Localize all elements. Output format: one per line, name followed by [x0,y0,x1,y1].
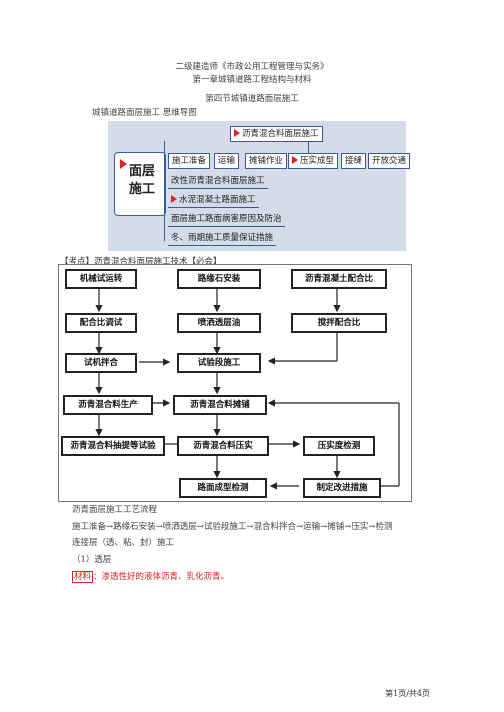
step-label: 接缝 [345,156,363,166]
box-trial-mix: 试机拌合 [65,353,137,373]
box-curb-install: 路缘石安装 [177,269,261,289]
process-flowchart: 机械试运转 路缘石安装 沥青混凝土配合比 配合比调试 喷洒透层油 搅拌配合比 试… [58,264,412,502]
material-note: 材料：渗透性好的液体沥青、乳化沥青。 [72,570,230,583]
mind-map: 面层 施工 沥青混合料面层施工 施工准备 运输 摊铺作业 压实成型 接缝 开放交… [108,121,411,251]
box-mix-ratio: 沥青混凝土配合比 [291,269,387,289]
mindmap-step-transport: 运输 [214,153,240,169]
body-paragraph: 施工准备→路缘石安装→喷洒透层→试验段施工→混合料拌合→运输→摊铺→压实→检测 [72,522,393,532]
step-label: 运输 [218,156,236,166]
mindmap-center-line2: 施工 [129,182,156,197]
red-flag-icon [120,159,127,169]
mindmap-step-joint: 接缝 [341,153,367,169]
box-mixing-ratio: 搅拌配合比 [291,313,387,333]
mindmap-step-compaction: 压实成型 [288,153,339,169]
box-machine-test: 机械试运转 [65,269,137,289]
material-text: ：渗透性好的液体沥青、乳化沥青。 [93,572,230,582]
course-title: 二级建造师《市政公用工程管理与实务》 [175,62,329,72]
branch-label: 改性沥青混合料面层施工 [171,176,265,186]
connector-line [308,141,309,153]
mindmap-branch-concrete: 水泥混凝土路面施工 [168,193,259,208]
box-extraction-test: 沥青混合料抽提等试验 [61,436,165,456]
branch-label: 水泥混凝土路面施工 [179,195,256,205]
branch-label: 冬、雨期施工质量保证措施 [171,233,274,243]
mindmap-subtitle: 城镇道路面层施工 思维导图 [92,108,197,118]
step-label: 压实成型 [300,156,335,166]
chapter-title: 第一章城镇道路工程结构与材料 [192,75,312,85]
mindmap-step-open: 开放交通 [368,153,411,169]
mindmap-branch-modified: 改性沥青混合料面层施工 [168,174,268,189]
mindmap-branch-defects: 面层施工路面病害原因及防治 [168,212,285,227]
mindmap-node-label: 沥青混合料面层施工 [242,129,319,139]
page-number: 第1页/共4页 [385,689,430,698]
red-flag-icon [292,156,298,164]
section-title: 第四节城镇道路面层施工 [205,94,299,104]
box-mix-paving: 沥青混合料摊铺 [173,395,267,415]
mindmap-step-prep: 施工准备 [168,153,211,169]
box-ratio-adjust: 配合比调试 [65,313,137,333]
box-compaction-check: 压实度检测 [303,436,375,456]
step-label: 摊铺作业 [249,156,284,166]
box-mix-production: 沥青混合料生产 [63,395,153,415]
box-road-inspection: 路面成型检测 [179,478,267,498]
branch-label: 面层施工路面病害原因及防治 [171,214,282,224]
mindmap-spine [164,141,165,241]
step-label: 施工准备 [172,156,207,166]
mindmap-branch-winter-rain: 冬、雨期施工质量保证措施 [168,231,277,246]
mindmap-center-line1: 面层 [129,164,156,179]
step-label: 开放交通 [372,156,407,166]
exam-point-heading: 【考点】沥青混合料面层施工技术【必会】 [60,257,222,267]
mindmap-step-paving: 摊铺作业 [245,153,288,169]
body-paragraph: 连接层（透、粘、封）施工 [72,538,175,548]
box-mix-compaction: 沥青混合料压实 [177,436,269,456]
flowchart-connectors [95,285,400,490]
body-paragraph: （1）透层 [72,555,112,565]
body-paragraph: 沥青面层施工工艺流程 [72,505,158,515]
mindmap-node-asphalt: 沥青混合料面层施工 [230,126,323,142]
box-improvement: 制定改进措施 [303,478,381,498]
box-prime-coat: 喷洒透层油 [177,313,261,333]
box-trial-section: 试验段施工 [177,353,261,373]
material-label: 材料 [72,571,94,583]
red-flag-icon [234,129,240,137]
red-flag-icon [171,195,177,203]
mindmap-center: 面层 施工 [114,152,166,216]
